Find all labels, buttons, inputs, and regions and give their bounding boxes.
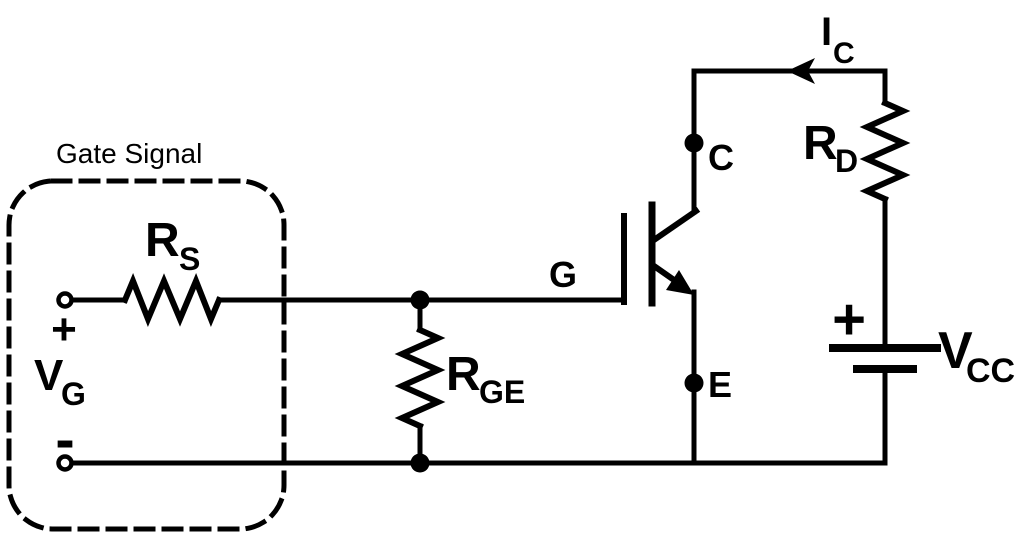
vg-positive-terminal	[56, 291, 74, 309]
vg-minus-sign: -	[55, 407, 74, 472]
vcc-plus-sign: +	[832, 287, 866, 352]
vg-label: V	[34, 351, 64, 400]
ic-current-label: I	[821, 10, 832, 54]
vg-label-subscript: G	[61, 376, 86, 412]
vcc-label: V	[938, 322, 973, 380]
vg-plus-sign: +	[51, 305, 77, 354]
rd-label: R	[803, 117, 838, 170]
igbt-emitter-arrowhead-icon	[666, 270, 694, 295]
rd-resistor	[859, 99, 911, 203]
vcc-label-subscript: CC	[966, 352, 1015, 390]
igbt-symbol	[621, 201, 701, 307]
rs-label: R	[145, 214, 180, 267]
igbt-collector-diagonal	[649, 206, 701, 245]
rge-resistor	[394, 326, 446, 430]
vg-negative-terminal	[56, 454, 74, 472]
rge-label-subscript: GE	[479, 374, 525, 410]
collector-terminal-label: C	[708, 137, 734, 178]
ic-current-arrow-icon	[787, 58, 815, 84]
gate-signal-label: Gate Signal	[56, 138, 202, 169]
emitter-terminal-label: E	[708, 364, 732, 405]
rs-label-subscript: S	[179, 241, 200, 277]
rs-resistor	[121, 273, 223, 327]
ground-node-dot	[410, 453, 430, 473]
ic-current-label-subscript: C	[833, 37, 855, 70]
gate-signal-group-box	[6, 178, 287, 532]
rge-label: R	[446, 348, 481, 401]
emitter-node-dot	[684, 373, 704, 393]
rd-label-subscript: D	[835, 143, 858, 179]
collector-node-dot	[684, 133, 704, 153]
gate-terminal-label: G	[549, 254, 577, 295]
gate-node-dot	[410, 290, 430, 310]
vcc-battery-symbol	[829, 344, 941, 373]
